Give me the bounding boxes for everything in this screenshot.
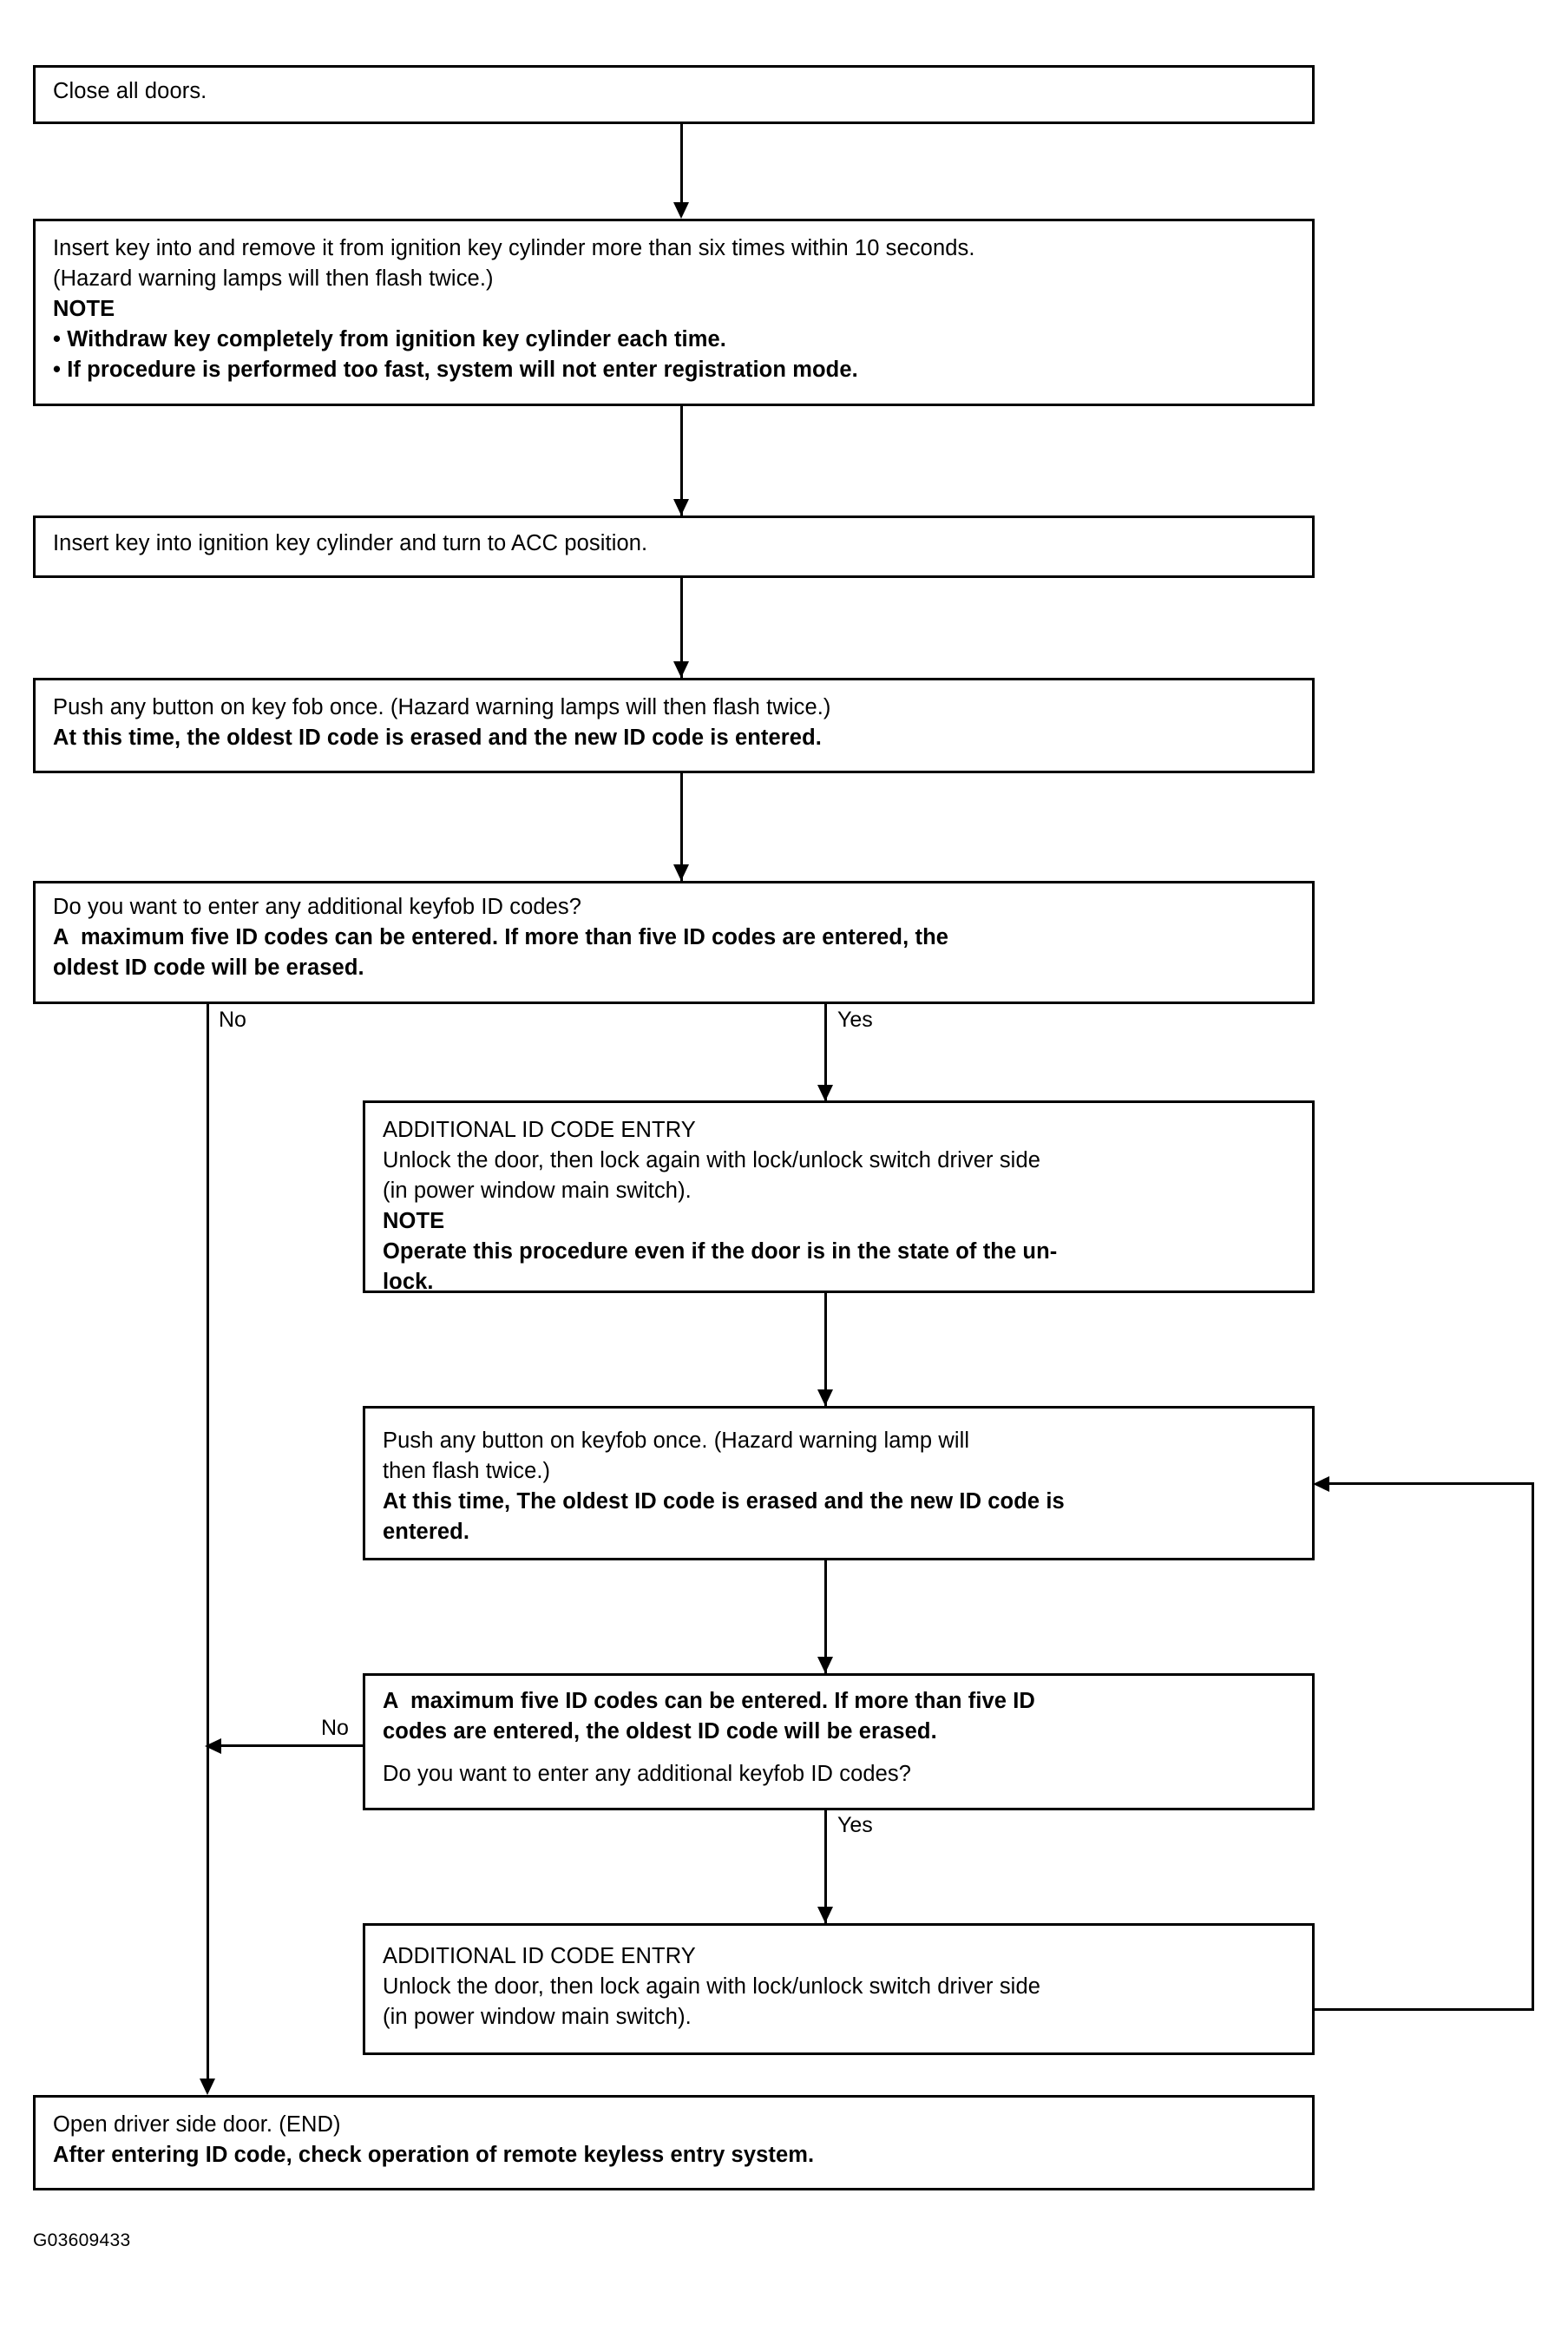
branch-yes-2-rail (824, 1810, 827, 1923)
node-turn-to-acc: Insert key into ignition key cylinder an… (33, 516, 1315, 578)
feedback-loop-bottom-segment (1312, 2008, 1534, 2011)
text-line: ADDITIONAL ID CODE ENTRY (383, 1118, 696, 1142)
text-line: oldest ID code will be erased. (53, 956, 364, 980)
text-line: Unlock the door, then lock again with lo… (383, 1148, 1041, 1172)
edge-label-no-2: No (321, 1716, 349, 1740)
text-line: After entering ID code, check operation … (53, 2143, 815, 2167)
node-close-doors-text: Close all doors. (36, 68, 1312, 119)
text-line: lock. (383, 1270, 434, 1294)
text-line: Push any button on keyfob once. (Hazard … (383, 1428, 970, 1453)
node-close-doors: Close all doors. (33, 65, 1315, 124)
text-line: At this time, the oldest ID code is eras… (53, 726, 822, 750)
text-line: Open driver side door. (END) (53, 2112, 341, 2137)
node-end-open-driver-door: Open driver side door. (END) After enteri… (33, 2095, 1315, 2190)
connector-1-line (680, 124, 683, 202)
text-line: At this time, The oldest ID code is eras… (383, 1489, 1065, 1514)
connector-5-arrowhead (817, 1389, 833, 1406)
connector-4-arrowhead (673, 864, 689, 881)
node-push-keyfob-first: Push any button on key fob once. (Hazard… (33, 678, 1315, 773)
text-line: (in power window main switch). (383, 2005, 692, 2029)
connector-2-line (680, 406, 683, 562)
node-additional-id-code-entry-2-text: ADDITIONAL ID CODE ENTRY Unlock the door,… (365, 1926, 1312, 2045)
branch-yes-1-arrowhead (817, 1085, 833, 1101)
text-line: (in power window main switch). (383, 1179, 692, 1203)
branch-yes-2-arrowhead (817, 1907, 833, 1923)
branch-yes-1-rail (824, 1004, 827, 1101)
connector-2-arrowhead (673, 499, 689, 516)
text-line: NOTE (383, 1209, 445, 1233)
text-line: NOTE (53, 297, 115, 321)
text-line: • Withdraw key completely from ignition … (53, 327, 726, 351)
connector-1-arrowhead (673, 202, 689, 219)
feedback-loop-top-segment (1328, 1482, 1534, 1485)
node-turn-to-acc-text: Insert key into ignition key cylinder an… (36, 518, 1312, 571)
connector-5-line (824, 1293, 827, 1406)
node-decision-2-text: A maximum five ID codes can be entered. … (365, 1676, 1312, 1802)
edge-label-no-1: No (219, 1008, 246, 1032)
text-line: Insert key into ignition key cylinder an… (53, 531, 648, 555)
node-insert-remove-key: Insert key into and remove it from ignit… (33, 219, 1315, 406)
node-decision-additional-codes-2: A maximum five ID codes can be entered. … (363, 1673, 1315, 1810)
connector-4-line (680, 773, 683, 881)
text-line: Do you want to enter any additional keyf… (53, 895, 582, 919)
connector-6-arrowhead (817, 1657, 833, 1673)
node-additional-id-code-entry-1: ADDITIONAL ID CODE ENTRY Unlock the door,… (363, 1100, 1315, 1294)
branch-no-2-line (217, 1744, 364, 1747)
text-line: Unlock the door, then lock again with lo… (383, 1974, 1041, 1999)
node-additional-id-code-entry-2: ADDITIONAL ID CODE ENTRY Unlock the door,… (363, 1923, 1315, 2055)
feedback-loop-arrowhead (1313, 1476, 1329, 1492)
branch-no-1-rail (207, 1004, 209, 2087)
node-decision-additional-codes-1: Do you want to enter any additional keyf… (33, 881, 1315, 1004)
branch-no-2-arrowhead (205, 1738, 221, 1754)
text-line: Operate this procedure even if the door … (383, 1239, 1058, 1264)
node-end-open-driver-door-text: Open driver side door. (END) After enteri… (36, 2098, 1312, 2183)
text-line: codes are entered, the oldest ID code wi… (383, 1719, 937, 1744)
edge-label-yes-2: Yes (837, 1813, 873, 1837)
node-push-keyfob-first-text: Push any button on key fob once. (Hazard… (36, 680, 1312, 765)
connector-3-arrowhead (673, 661, 689, 678)
text-line: A maximum five ID codes can be entered. … (383, 1689, 1035, 1713)
connector-6-line (824, 1560, 827, 1673)
text-line: Push any button on key fob once. (Hazard… (53, 695, 831, 719)
text-line: • If procedure is performed too fast, sy… (53, 358, 858, 382)
text-line: then flash twice.) (383, 1459, 551, 1483)
text-line: entered. (383, 1520, 469, 1544)
text-line: A maximum five ID codes can be entered. … (53, 925, 949, 949)
node-decision-1-text: Do you want to enter any additional keyf… (36, 883, 1312, 995)
node-push-keyfob-second: Push any button on keyfob once. (Hazard … (363, 1406, 1315, 1560)
text-line: Insert key into and remove it from ignit… (53, 236, 975, 260)
node-insert-remove-key-text: Insert key into and remove it from ignit… (36, 221, 1312, 397)
text-line: (Hazard warning lamps will then flash tw… (53, 266, 494, 291)
connector-3-line (680, 578, 683, 678)
text-line: Do you want to enter any additional keyf… (383, 1762, 912, 1786)
figure-code-label: G03609433 (33, 2230, 131, 2250)
node-push-keyfob-second-text: Push any button on keyfob once. (Hazard … (365, 1409, 1312, 1560)
text-line: ADDITIONAL ID CODE ENTRY (383, 1944, 696, 1968)
text-line: Close all doors. (53, 79, 207, 103)
edge-label-yes-1: Yes (837, 1008, 873, 1032)
branch-no-1-arrowhead (200, 2079, 215, 2095)
feedback-loop-right-segment (1532, 1482, 1534, 2011)
node-additional-id-code-entry-1-text: ADDITIONAL ID CODE ENTRY Unlock the door,… (365, 1103, 1312, 1310)
